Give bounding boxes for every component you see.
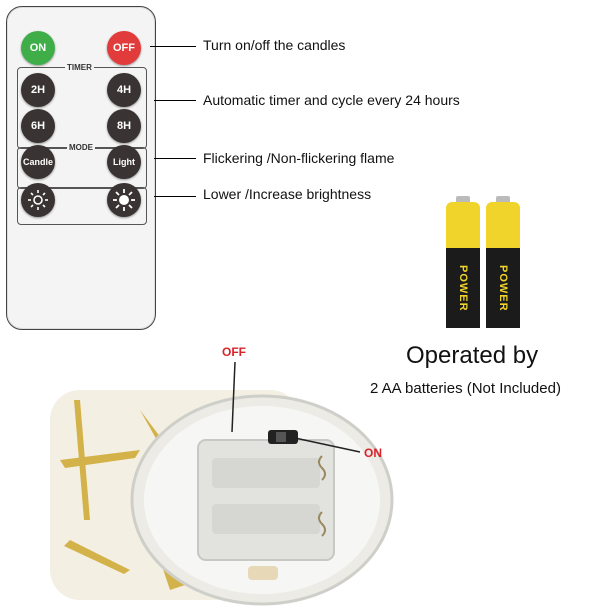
switch-on-label: ON bbox=[364, 446, 382, 460]
callout-line-timer bbox=[154, 100, 196, 101]
off-button[interactable]: OFF bbox=[107, 31, 141, 65]
timer-label: TIMER bbox=[65, 63, 94, 72]
callout-timer: Automatic timer and cycle every 24 hours bbox=[203, 92, 460, 108]
callout-mode: Flickering /Non-flickering flame bbox=[203, 150, 395, 166]
callout-power: Turn on/off the candles bbox=[203, 37, 346, 53]
aa-battery-2: POWER bbox=[486, 196, 520, 328]
timer-2h-button[interactable]: 2H bbox=[21, 73, 55, 107]
battery-label: POWER bbox=[497, 264, 509, 312]
on-button[interactable]: ON bbox=[21, 31, 55, 65]
sun-low-icon bbox=[28, 190, 48, 210]
operated-subline: 2 AA batteries (Not Included) bbox=[370, 380, 561, 397]
candle-mode-button[interactable]: Candle bbox=[21, 145, 55, 179]
candle-battery-compartment bbox=[50, 361, 394, 606]
operated-headline: Operated by bbox=[406, 342, 539, 369]
brightness-down-button[interactable] bbox=[21, 183, 55, 217]
sun-high-icon bbox=[113, 189, 135, 211]
callout-line-mode bbox=[154, 158, 196, 159]
timer-4h-button[interactable]: 4H bbox=[107, 73, 141, 107]
brightness-group bbox=[17, 187, 147, 225]
callout-line-power bbox=[150, 46, 196, 47]
brightness-up-button[interactable] bbox=[107, 183, 141, 217]
timer-8h-button[interactable]: 8H bbox=[107, 109, 141, 143]
light-mode-button[interactable]: Light bbox=[107, 145, 141, 179]
callout-brightness: Lower /Increase brightness bbox=[203, 186, 372, 202]
timer-6h-button[interactable]: 6H bbox=[21, 109, 55, 143]
mode-label: MODE bbox=[67, 143, 95, 152]
callout-line-brightness bbox=[154, 196, 196, 197]
switch-off-label: OFF bbox=[222, 345, 246, 359]
remote-control: ON OFF TIMER 2H 4H 6H 8H MODE Candle Lig… bbox=[6, 6, 156, 330]
battery-label: POWER bbox=[457, 264, 469, 312]
aa-battery-1: POWER bbox=[446, 196, 480, 328]
